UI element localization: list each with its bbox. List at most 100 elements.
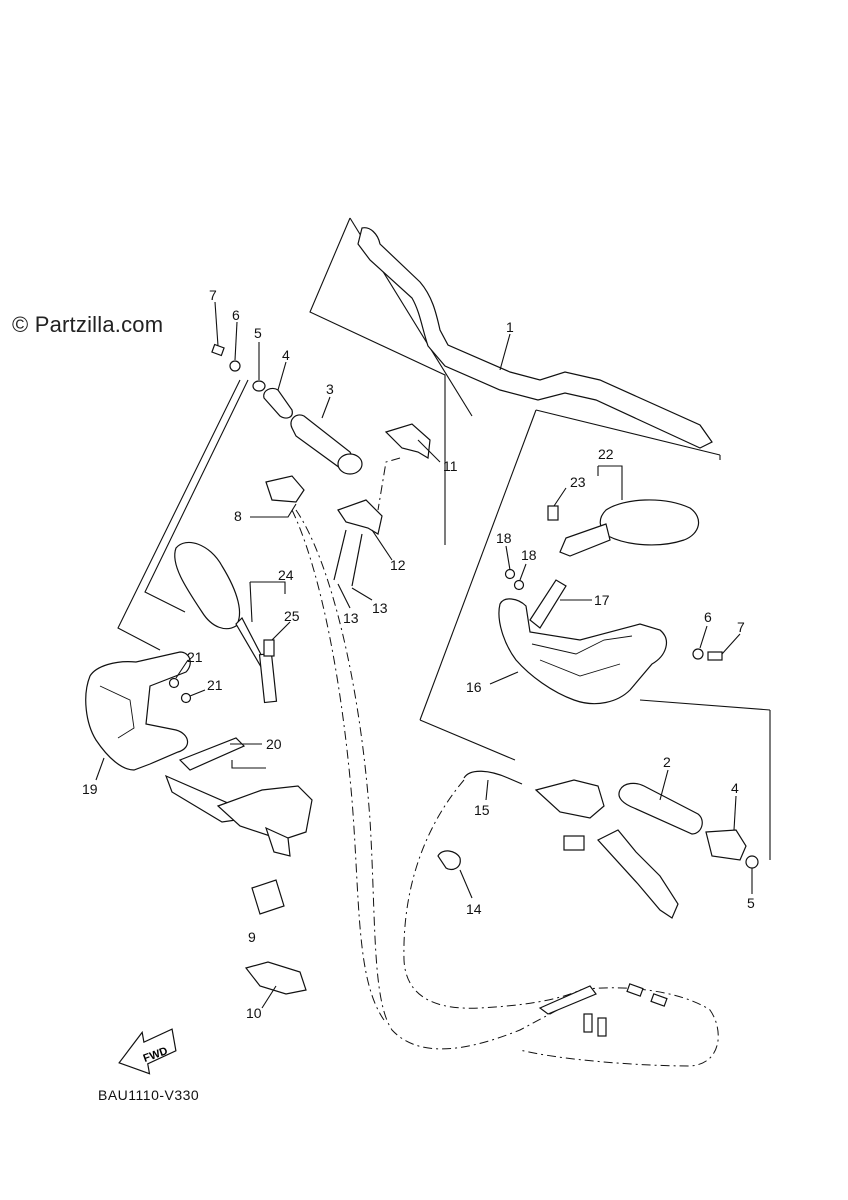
handguard-left[interactable] [85,651,191,771]
bolt-23[interactable] [547,505,559,521]
frame-line-right-bottom [419,710,771,860]
callout-4b[interactable]: 4 [731,780,739,796]
mirror-right[interactable] [559,499,700,557]
leader-19 [95,757,105,781]
bolt-7-left[interactable] [211,343,225,357]
leader-21a [175,659,189,679]
leader-20 [230,743,266,769]
callout-8[interactable]: 8 [234,508,242,524]
grip-end-right[interactable] [705,829,747,861]
leader-6a [234,321,238,361]
frame-line-right-top [535,409,721,460]
frame-line-right-left [419,409,537,721]
leader-18b [519,563,527,581]
washer-6-right[interactable] [692,648,704,660]
callout-11[interactable]: 11 [443,458,458,474]
leader-11 [417,439,441,463]
callout-19[interactable]: 19 [82,781,98,797]
frame-line-left [117,379,249,651]
screw-13a[interactable] [333,529,347,581]
screw-21a[interactable] [168,677,180,689]
callout-2[interactable]: 2 [663,754,671,770]
leader-12 [371,529,393,561]
throttle-grip[interactable] [534,779,703,835]
callout-24[interactable]: 24 [278,567,294,583]
bolt-7-right[interactable] [707,651,723,661]
lever-bracket[interactable] [563,835,585,851]
callout-23[interactable]: 23 [570,474,586,490]
leader-4a [277,361,287,391]
cable-route-left [295,509,581,1050]
brake-master-cylinder[interactable] [164,774,313,857]
callout-9[interactable]: 9 [248,929,256,945]
leader-21b [189,689,206,697]
callout-3[interactable]: 3 [326,381,334,397]
callout-4a[interactable]: 4 [282,347,290,363]
leader-13a [337,583,351,609]
cable-route-right [403,779,581,1009]
frame-line-upper [309,217,446,545]
callout-20[interactable]: 20 [266,736,282,752]
callout-18a[interactable]: 18 [496,530,512,546]
dash-11 [377,457,401,511]
bracket-17[interactable] [529,579,567,629]
screw-18b[interactable] [513,579,525,591]
screw-18a[interactable] [504,568,516,580]
clamp-12[interactable] [337,499,383,535]
clamp-9[interactable] [251,879,285,915]
callout-13b[interactable]: 13 [372,600,388,616]
holder-11[interactable] [384,423,431,459]
callout-14[interactable]: 14 [466,901,482,917]
leader-6b [699,625,708,649]
callout-10[interactable]: 10 [246,1005,262,1021]
callout-16[interactable]: 16 [466,679,482,695]
leader-7a [214,301,219,347]
screw-13b[interactable] [351,533,363,587]
washer-6-left[interactable] [229,360,241,372]
leader-18a [505,545,511,571]
grip-left[interactable] [290,414,363,475]
callout-18b[interactable]: 18 [521,547,537,563]
callout-7a[interactable]: 7 [209,287,217,303]
leader-25 [271,621,291,641]
cable-15[interactable] [463,770,523,785]
callout-22[interactable]: 22 [598,446,614,462]
leader-1 [499,333,511,371]
grip-end-left[interactable] [263,387,293,419]
callout-21b[interactable]: 21 [207,677,223,693]
watermark: © Partzilla.com [12,312,164,337]
leader-3 [321,396,331,419]
leader-13b [351,587,373,601]
callout-1[interactable]: 1 [506,319,514,335]
handguard-right[interactable] [498,598,668,705]
callout-6a[interactable]: 6 [232,307,240,323]
callout-21a[interactable]: 21 [187,649,203,665]
callout-7b[interactable]: 7 [737,619,745,635]
lever-right[interactable] [597,829,679,919]
clamp-10[interactable] [244,961,307,995]
mirror-left[interactable] [174,541,278,704]
leader-14 [459,869,473,899]
callout-6b[interactable]: 6 [704,609,712,625]
clip-14[interactable] [437,850,461,871]
leader-16 [489,671,519,685]
callout-17[interactable]: 17 [594,592,610,608]
callout-12[interactable]: 12 [390,557,406,573]
washer-right[interactable] [745,855,759,869]
handlebar[interactable] [357,227,713,449]
callout-15[interactable]: 15 [474,802,490,818]
switch-8[interactable] [265,475,305,503]
callout-5a[interactable]: 5 [254,325,262,341]
throttle-cable-ends[interactable] [538,983,668,1037]
washer-left[interactable] [252,380,266,392]
bracket-20[interactable] [178,737,246,771]
leader-2 [659,769,669,801]
leader-22 [597,465,623,500]
callout-5b[interactable]: 5 [747,895,755,911]
callout-25[interactable]: 25 [284,608,300,624]
bolt-25[interactable] [263,639,275,657]
screw-21b[interactable] [180,692,192,704]
callout-13a[interactable]: 13 [343,610,359,626]
leader-15 [485,779,489,801]
